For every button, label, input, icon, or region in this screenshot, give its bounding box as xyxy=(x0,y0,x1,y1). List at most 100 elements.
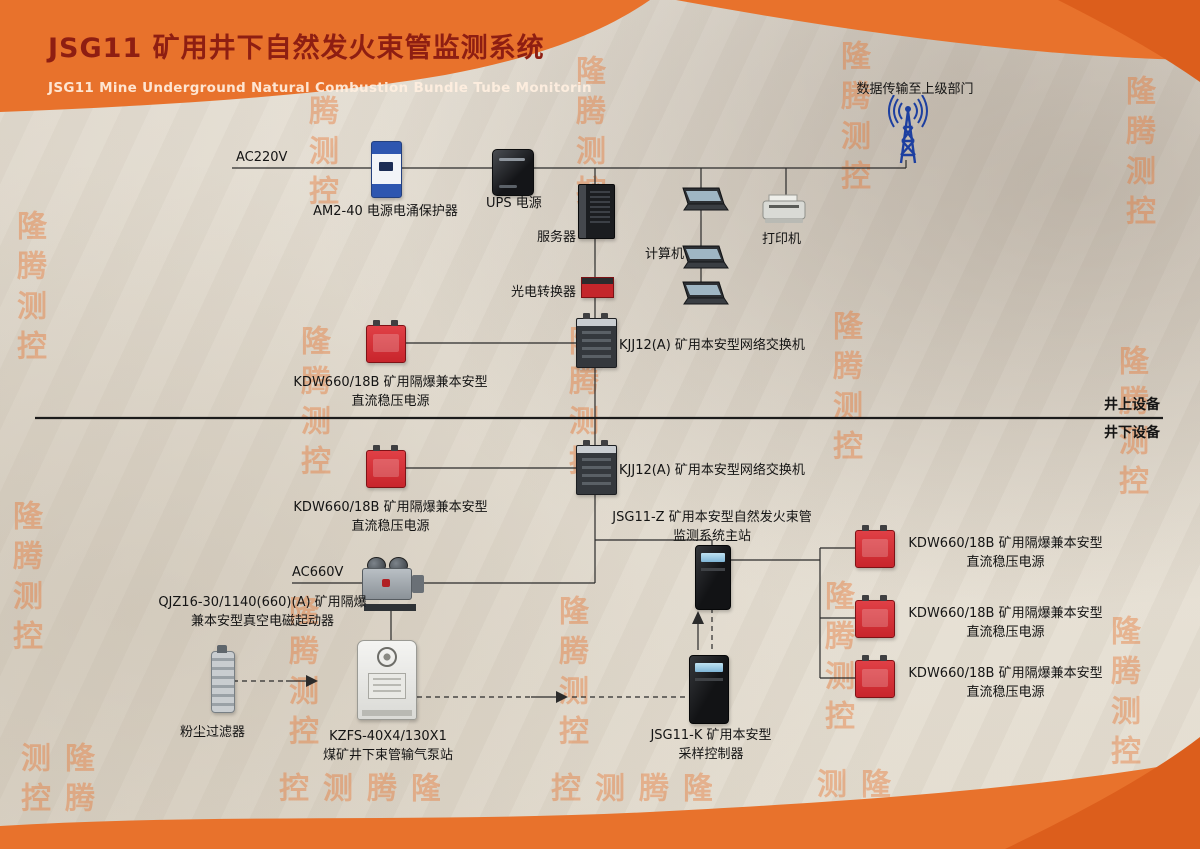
antenna-label: 数据传输至上级部门 xyxy=(856,82,974,97)
antenna-icon xyxy=(888,95,928,164)
power-plate xyxy=(862,669,888,687)
power-terminal xyxy=(880,595,887,601)
ups-device xyxy=(492,149,534,196)
power-plate xyxy=(373,459,399,477)
power-terminal xyxy=(880,655,887,661)
starter-base xyxy=(364,604,416,611)
main-station-label: JSG11-Z 矿用本安型自然发火束管 监测系统主站 xyxy=(607,508,817,546)
vacuum-starter-label: QJZ16-30/1140(660)(A) 矿用隔爆 兼本安型真空电磁起动器 xyxy=(155,593,370,631)
dc-power-right2-device xyxy=(855,595,895,638)
dc-power-surface-label: KDW660/18B 矿用隔爆兼本安型 直流稳压电源 xyxy=(288,373,493,411)
ac660v-label: AC660V xyxy=(292,565,344,580)
page-subtitle: JSG11 Mine Underground Natural Combustio… xyxy=(48,80,592,96)
dust-filter-cap xyxy=(217,645,227,653)
pump-station-device xyxy=(357,640,417,720)
label-line: 监测系统主站 xyxy=(672,529,751,544)
flow-arrow-right-icon xyxy=(556,691,568,703)
header-corner-accent xyxy=(1058,0,1200,82)
dc-power-right2-label: KDW660/18B 矿用隔爆兼本安型 直流稳压电源 xyxy=(903,604,1108,642)
network-switch-underground-label: KJJ12(A) 矿用本安型网络交换机 xyxy=(619,463,805,478)
ups-label: UPS 电源 xyxy=(486,196,542,211)
label-line: 煤矿井下束管输气泵站 xyxy=(322,748,453,763)
ac220v-label: AC220V xyxy=(236,150,288,165)
power-terminal xyxy=(391,320,398,326)
power-terminal xyxy=(391,445,398,451)
photo-converter-cap xyxy=(582,278,613,284)
dc-power-surface-device xyxy=(366,320,406,363)
starter-button xyxy=(382,579,390,587)
power-terminal xyxy=(862,655,869,661)
header-band-right xyxy=(676,0,1200,60)
pump-emblem xyxy=(377,647,397,667)
station-buttons xyxy=(695,678,723,681)
page-title: JSG11 矿用井下自然发火束管监测系统 xyxy=(48,33,545,64)
switch-terminal xyxy=(583,313,590,319)
surface-section-label: 井上设备 xyxy=(1104,397,1160,413)
dc-power-right1-device xyxy=(855,525,895,568)
vacuum-starter-device xyxy=(362,557,424,611)
laptop-icon xyxy=(682,245,729,269)
label-line: 直流稳压电源 xyxy=(966,625,1045,640)
power-terminal xyxy=(880,525,887,531)
network-switch-surface-label: KJJ12(A) 矿用本安型网络交换机 xyxy=(619,338,805,353)
computer-label: 计算机 xyxy=(645,247,685,262)
label-line: 直流稳压电源 xyxy=(351,394,430,409)
pump-station-label: KZFS-40X4/130X1 煤矿井下束管输气泵站 xyxy=(312,727,464,765)
label-line: 直流稳压电源 xyxy=(966,555,1045,570)
switch-ports xyxy=(582,331,611,359)
label-line: QJZ16-30/1140(660)(A) 矿用隔爆 xyxy=(158,595,367,610)
header-band-left xyxy=(0,0,650,112)
label-line: JSG11-Z 矿用本安型自然发火束管 xyxy=(612,510,812,525)
label-line: 直流稳压电源 xyxy=(351,519,430,534)
photo-converter-device xyxy=(581,277,614,298)
label-line: KZFS-40X4/130X1 xyxy=(329,729,447,744)
starter-handle xyxy=(412,575,424,593)
network-switch-underground-device xyxy=(576,440,617,495)
pump-panel xyxy=(368,673,406,699)
flow-arrow-right-icon xyxy=(306,675,318,687)
power-terminal xyxy=(373,445,380,451)
dust-filter-label: 粉尘过滤器 xyxy=(180,725,246,740)
power-plate xyxy=(862,609,888,627)
station-buttons xyxy=(701,568,725,571)
ups-vent xyxy=(499,158,525,161)
dc-power-right3-device xyxy=(855,655,895,698)
flow-arrow-up-icon xyxy=(692,611,704,624)
dc-power-underground-device xyxy=(366,445,406,488)
switch-ports xyxy=(582,458,611,486)
printer-label: 打印机 xyxy=(762,232,802,247)
switch-terminal xyxy=(601,440,608,446)
dust-filter-device xyxy=(211,645,235,713)
underground-section-label: 井下设备 xyxy=(1104,425,1160,441)
station-screen xyxy=(695,663,723,672)
label-line: 直流稳压电源 xyxy=(966,685,1045,700)
power-terminal xyxy=(373,320,380,326)
dc-power-right1-label: KDW660/18B 矿用隔爆兼本安型 直流稳压电源 xyxy=(903,534,1108,572)
laptop-icon xyxy=(682,281,729,305)
label-line: 兼本安型真空电磁起动器 xyxy=(190,614,334,629)
label-line: KDW660/18B 矿用隔爆兼本安型 xyxy=(908,606,1103,621)
label-line: JSG11-K 矿用本安型 xyxy=(650,728,772,743)
sampling-controller-label: JSG11-K 矿用本安型 采样控制器 xyxy=(637,726,785,764)
pump-base xyxy=(362,710,412,716)
label-line: KDW660/18B 矿用隔爆兼本安型 xyxy=(908,536,1103,551)
server-device xyxy=(578,184,615,239)
switch-terminal xyxy=(601,313,608,319)
power-terminal xyxy=(862,595,869,601)
label-line: 采样控制器 xyxy=(678,747,744,762)
surge-protector-window xyxy=(379,162,393,171)
switch-terminal xyxy=(583,440,590,446)
network-switch-surface-device xyxy=(576,313,617,368)
footer-wave xyxy=(0,760,1200,849)
sampling-controller-device xyxy=(689,655,729,724)
label-line: KDW660/18B 矿用隔爆兼本安型 xyxy=(293,500,488,515)
power-plate xyxy=(862,539,888,557)
dc-power-right3-label: KDW660/18B 矿用隔爆兼本安型 直流稳压电源 xyxy=(903,664,1108,702)
printer-icon xyxy=(762,194,806,223)
main-station-device xyxy=(695,545,731,610)
photo-converter-label: 光电转换器 xyxy=(510,285,576,300)
